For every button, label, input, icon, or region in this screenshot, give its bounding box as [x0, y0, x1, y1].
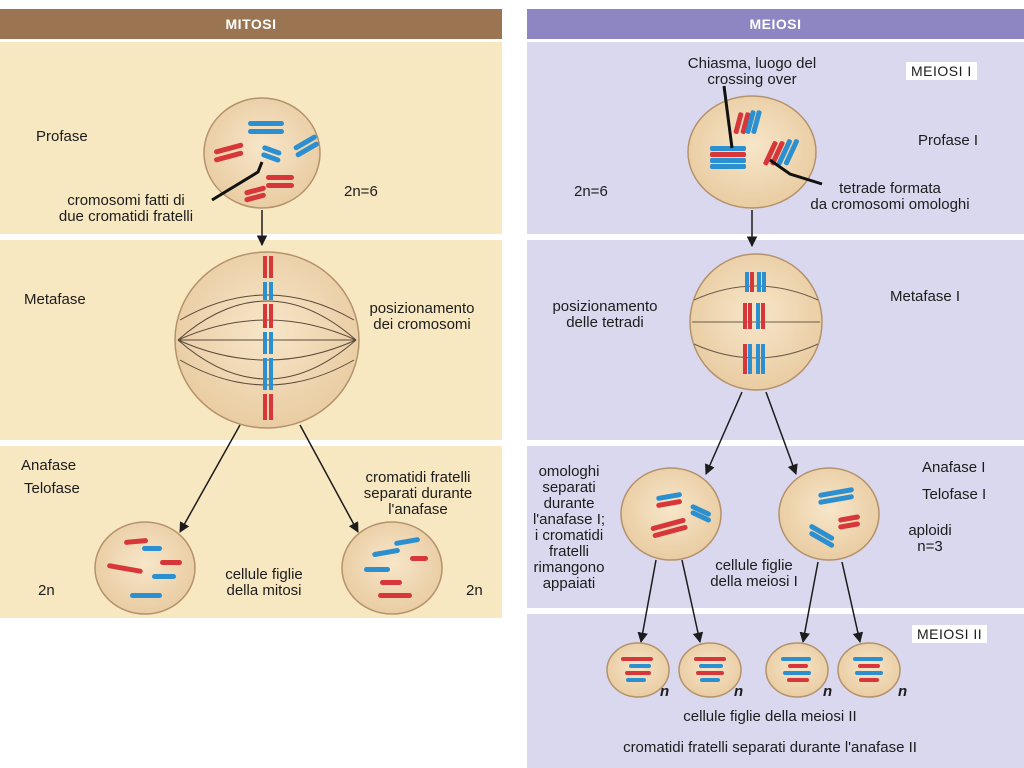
aligned-chromosomes	[263, 256, 273, 420]
mitosis-daughter-note: cellule figlie della mitosi	[206, 567, 322, 599]
arrow-meiosis2-b	[681, 559, 704, 644]
meiosis-prophase-cell	[687, 95, 817, 209]
mitosis-ploidy: 2n=6	[344, 183, 378, 200]
n-label: n	[898, 683, 908, 700]
arrow-meiosis2-a	[637, 559, 657, 644]
mitosis-daughter-note-line: della mitosi	[226, 582, 302, 599]
homologs-note: omologhi separati durante l'anafase I; i…	[520, 464, 618, 592]
n-label: n	[734, 683, 744, 700]
homologs-note-line: durante	[543, 495, 595, 512]
chromosome	[248, 121, 284, 134]
separated-note-line: l'anafase	[388, 501, 448, 518]
chiasma-note-line: Chiasma, luogo del	[687, 55, 817, 72]
haploid-note-line: n=3	[917, 538, 943, 555]
arrow-meiosis2-d	[841, 561, 864, 644]
homologs-note-line: rimangono	[533, 559, 605, 576]
tetrad	[733, 110, 762, 134]
meiosis1-daughter-note-line: cellule figlie	[715, 557, 793, 574]
chromosome	[214, 142, 244, 163]
meiosis-ploidy: 2n=6	[574, 183, 608, 200]
tetrad	[745, 272, 766, 292]
left-2n-label: 2n	[38, 582, 55, 599]
meiosis1-daughter-note-line: della meiosi I	[710, 573, 798, 590]
anaphase2-note: cromatidi fratelli separati durante l'an…	[623, 739, 917, 756]
arrow-metaphase1-to-right-cell	[765, 391, 798, 475]
mitosis-header: MITOSI	[0, 9, 502, 39]
chromosomes-note-line: due cromatidi fratelli	[58, 208, 194, 225]
telophase-label: Telofase	[24, 480, 80, 497]
tetrad-pointer-line	[769, 158, 823, 186]
positioning-note: posizionamento dei cromosomi	[352, 301, 492, 333]
separated-note-line: cromatidi fratelli	[365, 469, 471, 486]
anaphase-label: Anafase	[21, 457, 77, 474]
chromosome-pointer-line	[211, 161, 264, 202]
anaphase1-label: Anafase I	[922, 459, 986, 476]
chromosomes-note: cromosomi fatti di due cromatidi fratell…	[28, 193, 224, 225]
n-label: n	[660, 683, 670, 700]
homologs-note-line: separati	[542, 479, 596, 496]
meiosis1-right-daughter-cell	[778, 467, 880, 561]
metaphase1-label: Metafase I	[890, 288, 961, 305]
tetrad	[743, 303, 765, 329]
n-label: n	[823, 683, 833, 700]
meiosis2-daughter-cell-3	[765, 642, 829, 698]
mitosis-right-daughter-cell	[341, 521, 443, 615]
homologs-note-line: l'anafase I;	[532, 511, 606, 528]
prophase1-label: Profase I	[918, 132, 979, 149]
right-2n-label: 2n	[466, 582, 483, 599]
chiasma-note: Chiasma, luogo del crossing over	[654, 56, 850, 88]
homologs-note-line: omologhi	[538, 463, 600, 480]
chromosome	[244, 185, 266, 203]
tetrad	[763, 139, 799, 166]
mitosis-metaphase-cell	[174, 251, 360, 429]
meiosis2-tag: MEIOSI II	[912, 625, 988, 643]
meiosis-header: MEIOSI	[527, 9, 1024, 39]
meiosis-metaphase-cell	[689, 253, 823, 391]
homologs-note-line: i cromatidi	[534, 527, 604, 544]
meiosis2-daughter-cell-2	[678, 642, 742, 698]
chromosome	[293, 134, 319, 158]
chiasma-pointer-line	[722, 85, 734, 149]
tetrad-note-line: tetrade formata	[839, 180, 941, 197]
tetrad	[710, 146, 746, 169]
mitosis-left-daughter-cell	[94, 521, 196, 615]
homologs-note-line: fratelli	[548, 543, 589, 560]
chromosomes-note-line: cromosomi fatti di	[67, 192, 185, 209]
tetrad-note: tetrade formata da cromosomi omologhi	[798, 181, 982, 213]
mitosis-prophase-cell	[203, 97, 321, 209]
tetrad-note-line: da cromosomi omologhi	[810, 196, 970, 213]
prophase-label: Profase	[36, 128, 88, 145]
chromosome	[266, 175, 294, 188]
tetrad	[743, 344, 765, 374]
meiosis1-daughter-note: cellule figlie della meiosi I	[692, 558, 816, 590]
separated-note: cromatidi fratelli separati durante l'an…	[340, 470, 496, 518]
arrow-metaphase1-to-left-cell	[704, 391, 743, 475]
meiosis1-tag: MEIOSI I	[906, 62, 977, 80]
meiosis-anaphase-band	[527, 446, 1024, 608]
separated-note-line: separati durante	[363, 485, 473, 502]
haploid-note: aploidi n=3	[898, 523, 962, 555]
meiosis2-daughter-note: cellule figlie della meiosi II	[683, 708, 857, 725]
positioning-note-line: dei cromosomi	[373, 316, 471, 333]
tetrad-positioning-note: posizionamento delle tetradi	[534, 299, 676, 331]
metaphase-label: Metafase	[24, 291, 86, 308]
homologs-note-line: appaiati	[542, 575, 596, 592]
haploid-note-line: aploidi	[908, 522, 952, 539]
tetrad-positioning-note-line: posizionamento	[552, 298, 658, 315]
chromosome	[261, 145, 282, 163]
chiasma-note-line: crossing over	[707, 71, 797, 88]
arrow-metaphase-to-left-daughter	[179, 424, 241, 533]
meiosis1-left-daughter-cell	[620, 467, 722, 561]
meiosis2-daughter-cell-4	[837, 642, 901, 698]
mitosis-daughter-note-line: cellule figlie	[225, 566, 303, 583]
positioning-note-line: posizionamento	[369, 300, 475, 317]
meiosis2-daughter-cell-1	[606, 642, 670, 698]
tetrad-positioning-note-line: delle tetradi	[566, 314, 644, 331]
telophase1-label: Telofase I	[922, 486, 987, 503]
arrow-meiosis2-c	[799, 561, 819, 644]
arrow-metaphase-to-right-daughter	[299, 424, 359, 533]
